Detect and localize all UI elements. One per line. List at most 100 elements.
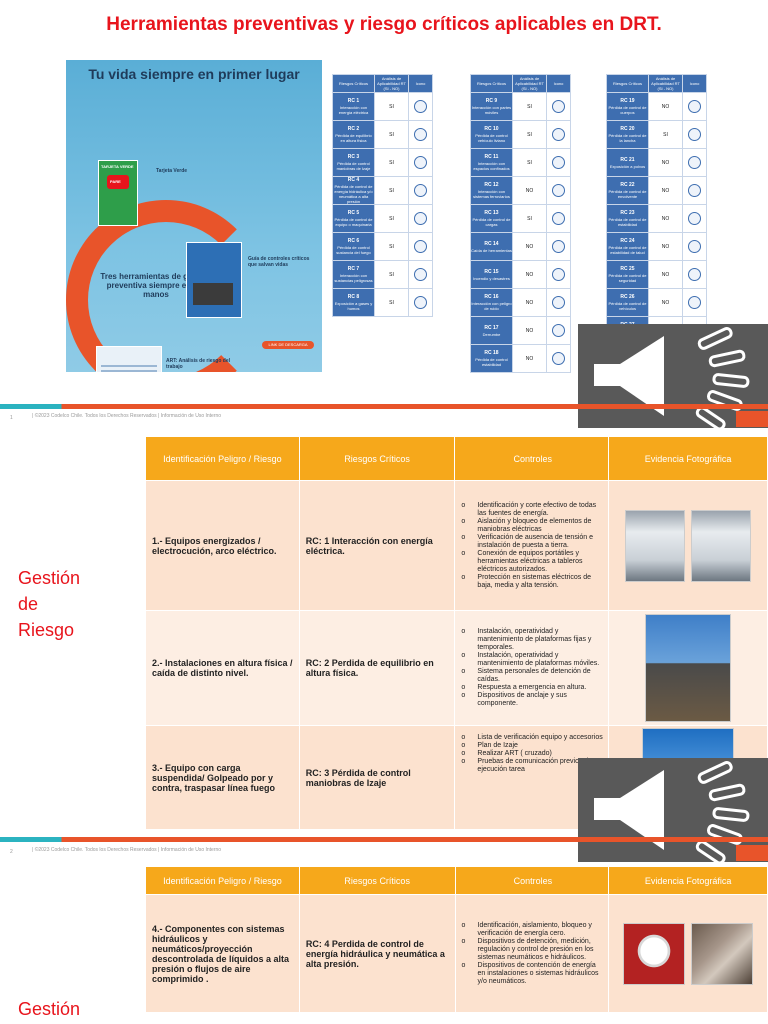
control-item: Verificación de ausencia de tensión e in… bbox=[461, 534, 604, 550]
header-critical-risks: Riesgos Críticos bbox=[298, 866, 456, 895]
rc-applicability: NO bbox=[648, 288, 683, 317]
height-structure-photo bbox=[645, 614, 732, 722]
controls-cell: Identificación y corte efectivo de todas… bbox=[454, 480, 610, 611]
rc-code: RC 9 bbox=[485, 98, 498, 104]
control-item: Conexión de equipos portátiles y herrami… bbox=[461, 550, 604, 574]
rc-icon-cell bbox=[408, 260, 433, 289]
rc-icon-cell bbox=[546, 260, 571, 289]
rc-description: Interacción con sustancias peligrosas bbox=[334, 273, 373, 283]
risk-management-table: Identificación Peligro / Riesgo Riesgos … bbox=[145, 436, 768, 830]
side-label-gestion-riesgo: Gestión de Riesgo bbox=[18, 565, 80, 643]
slide-footer-1: 1 | ©2023 Codelco Chile. Todos los Derec… bbox=[0, 411, 768, 427]
rc-description: Pérdida de control de equipo o maquinari… bbox=[334, 217, 373, 227]
slide-tools-overview: Herramientas preventivas y riesgo crític… bbox=[0, 0, 768, 428]
rc-applicability: NO bbox=[648, 92, 683, 121]
risk-pictogram-icon bbox=[414, 183, 427, 197]
control-item: Protección en sistemas eléctricos de baj… bbox=[461, 574, 604, 590]
rc-code: RC 24 bbox=[620, 238, 635, 244]
controls-list: Lista de verificación equipo y accesorio… bbox=[461, 734, 604, 774]
rc-icon-cell bbox=[546, 316, 571, 345]
risk-pictogram-icon bbox=[414, 267, 427, 281]
hazard-cell: 1.- Equipos energizados / electrocución,… bbox=[145, 480, 300, 611]
download-link-button[interactable]: LINK DE DESCARGA bbox=[262, 341, 314, 349]
critical-risk-cell: RC: 4 Perdida de control de energía hidr… bbox=[298, 894, 456, 1013]
document-lines-icon bbox=[101, 365, 157, 372]
mining-truck-icon bbox=[193, 283, 233, 305]
poster-label-green-card: Tarjeta Verde bbox=[156, 168, 188, 174]
rc-header-cell: Análisis de Aplicabilidad RT (SI - NO) bbox=[648, 74, 683, 93]
rc-header-cell: Análisis de Aplicabilidad RT (SI - NO) bbox=[374, 74, 409, 93]
rc-description: Interacción con energía eléctrica bbox=[338, 105, 369, 115]
rc-applicability: NO bbox=[512, 260, 547, 289]
rc-header-cell: Riesgos Críticos bbox=[470, 74, 513, 93]
rc-icon-cell bbox=[408, 176, 433, 205]
control-item: Respuesta a emergencia en altura. bbox=[461, 684, 604, 692]
control-item: Pruebas de comunicación previo a la ejec… bbox=[461, 758, 604, 774]
rc-applicability: SI bbox=[374, 120, 409, 149]
risk-pictogram-icon bbox=[414, 127, 427, 141]
table-row: 1.- Equipos energizados / electrocución,… bbox=[145, 480, 768, 611]
rc-code: RC 14 bbox=[484, 240, 499, 247]
audio-speaker-icon[interactable] bbox=[578, 758, 768, 862]
rc-description: Caída de herramientas bbox=[471, 247, 512, 253]
rc-code: RC 2 bbox=[347, 126, 360, 132]
rc-icon-cell bbox=[546, 176, 571, 205]
control-item: Lista de verificación equipo y accesorio… bbox=[461, 734, 604, 742]
rc-description: Pérdida de control de estabilidad bbox=[608, 217, 647, 227]
rc-icon-cell bbox=[682, 148, 707, 177]
slide-title: Herramientas preventivas y riesgo crític… bbox=[106, 14, 662, 35]
rc-icon-cell bbox=[408, 232, 433, 261]
rc-code: RC 12 bbox=[484, 182, 499, 188]
poster-label-controls-guide: Guía de controles críticos que salvan vi… bbox=[248, 256, 310, 268]
audio-speaker-icon[interactable] bbox=[578, 324, 768, 428]
control-item: Dispositivos de contención de energía en… bbox=[462, 962, 605, 986]
header-controls: Controles bbox=[454, 866, 610, 895]
photo-cell bbox=[608, 480, 768, 611]
controls-cell: Identificación, aislamiento, bloqueo y v… bbox=[454, 894, 610, 1013]
control-item: Instalación, operatividad y mantenimient… bbox=[461, 652, 604, 668]
risk-pictogram-icon bbox=[552, 155, 565, 169]
rc-code: RC 19 bbox=[620, 98, 635, 104]
rc-code: RC 21 bbox=[620, 156, 635, 163]
rc-applicability: NO bbox=[512, 316, 547, 345]
rc-applicability: NO bbox=[648, 260, 683, 289]
photo-cell bbox=[608, 610, 768, 726]
rc-description: Pérdida de control estabilidad bbox=[475, 357, 508, 367]
rc-icon-cell bbox=[682, 232, 707, 261]
risk-pictogram-icon bbox=[688, 211, 701, 225]
control-item: Sistema personales de detención de caída… bbox=[461, 668, 604, 684]
controls-cell: Instalación, operatividad y mantenimient… bbox=[454, 610, 610, 726]
rc-description: Exposición a gases y humos bbox=[334, 301, 373, 311]
control-item: Plan de Izaje bbox=[461, 742, 604, 750]
rc-description: Pérdida de control de estabilidad de tal… bbox=[608, 245, 647, 255]
risk-pictogram-icon bbox=[414, 211, 427, 225]
rc-applicability: NO bbox=[512, 288, 547, 317]
controls-list: Instalación, operatividad y mantenimient… bbox=[461, 628, 604, 708]
footer-logo-tag bbox=[736, 845, 768, 861]
rc-description: Pérdida de control de seguridad bbox=[608, 273, 647, 283]
electrical-panel-photo bbox=[624, 509, 685, 582]
